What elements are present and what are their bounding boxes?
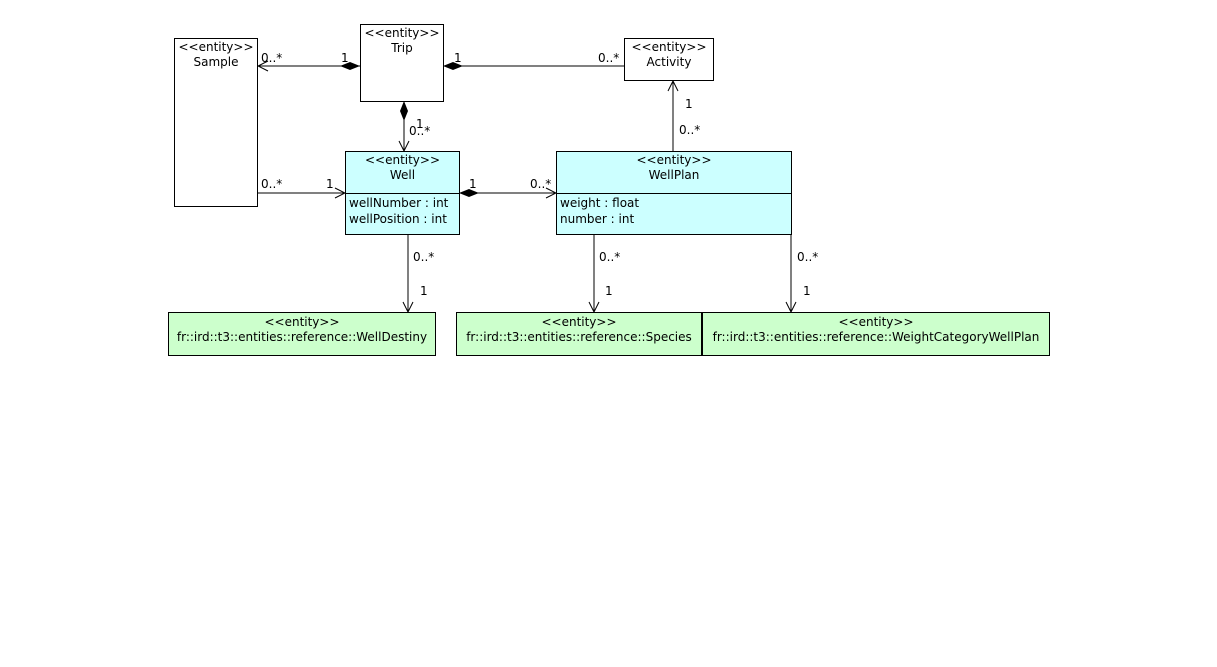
- multiplicity-label: 1: [605, 284, 613, 298]
- composition-diamond-well-wellplan: [459, 189, 479, 197]
- entity-name: Sample: [193, 55, 239, 69]
- multiplicity-label: 1: [469, 177, 477, 191]
- stereotype-label: <<entity>>: [636, 153, 712, 167]
- composition-diamond-trip-sample: [340, 62, 360, 70]
- multiplicity-label: 0..*: [679, 123, 701, 137]
- multiplicity-label: 0..*: [599, 250, 621, 264]
- composition-diamond-trip-well: [400, 101, 408, 121]
- multiplicity-label: 0..*: [413, 250, 435, 264]
- entity-name: fr::ird::t3::entities::reference::Weight…: [712, 330, 1040, 344]
- entity-sample[interactable]: <<entity>> Sample: [174, 38, 258, 207]
- entity-species[interactable]: <<entity>> fr::ird::t3::entities::refere…: [456, 312, 702, 356]
- entity-activity[interactable]: <<entity>> Activity: [624, 38, 714, 81]
- multiplicity-label: 0..*: [598, 51, 620, 65]
- stereotype-label: <<entity>>: [541, 315, 617, 329]
- multiplicity-label: 1: [803, 284, 811, 298]
- stereotype-label: <<entity>>: [178, 40, 254, 54]
- multiplicity-label: 0..*: [530, 177, 552, 191]
- entity-name: Trip: [391, 41, 413, 55]
- entity-name: Activity: [646, 55, 692, 69]
- stereotype-label: <<entity>>: [264, 315, 340, 329]
- attribute: wellPosition : int: [349, 212, 447, 226]
- stereotype-label: <<entity>>: [838, 315, 914, 329]
- entity-name: Well: [389, 168, 416, 182]
- entity-name: WellPlan: [648, 168, 700, 182]
- entity-name: fr::ird::t3::entities::reference::WellDe…: [176, 330, 428, 344]
- attribute-compartment: wellNumber : int wellPosition : int: [346, 193, 459, 228]
- multiplicity-label: 1: [341, 51, 349, 65]
- stereotype-label: <<entity>>: [364, 26, 440, 40]
- entity-name: fr::ird::t3::entities::reference::Specie…: [466, 330, 692, 344]
- attribute: number : int: [560, 212, 635, 226]
- multiplicity-label: 0..*: [261, 177, 283, 191]
- entity-welldestiny[interactable]: <<entity>> fr::ird::t3::entities::refere…: [168, 312, 436, 356]
- entity-wellplan[interactable]: <<entity>> WellPlan weight : float numbe…: [556, 151, 792, 235]
- entity-trip[interactable]: <<entity>> Trip: [360, 24, 444, 102]
- attribute: wellNumber : int: [349, 196, 449, 210]
- attribute-compartment: weight : float number : int: [557, 193, 791, 228]
- stereotype-label: <<entity>>: [364, 153, 441, 167]
- multiplicity-label: 1: [416, 117, 424, 131]
- multiplicity-label: 1: [454, 51, 462, 65]
- multiplicity-label: 1: [685, 97, 693, 111]
- multiplicity-label: 1: [420, 284, 428, 298]
- stereotype-label: <<entity>>: [631, 40, 707, 54]
- entity-well[interactable]: <<entity>> Well wellNumber : int wellPos…: [345, 151, 460, 235]
- multiplicity-label: 0..*: [409, 124, 431, 138]
- multiplicity-label: 0..*: [797, 250, 819, 264]
- entity-weightcategorywellplan[interactable]: <<entity>> fr::ird::t3::entities::refere…: [702, 312, 1050, 356]
- multiplicity-label: 0..*: [261, 51, 283, 65]
- multiplicity-label: 1: [326, 177, 334, 191]
- composition-diamond-trip-activity: [443, 62, 463, 70]
- attribute: weight : float: [560, 196, 640, 210]
